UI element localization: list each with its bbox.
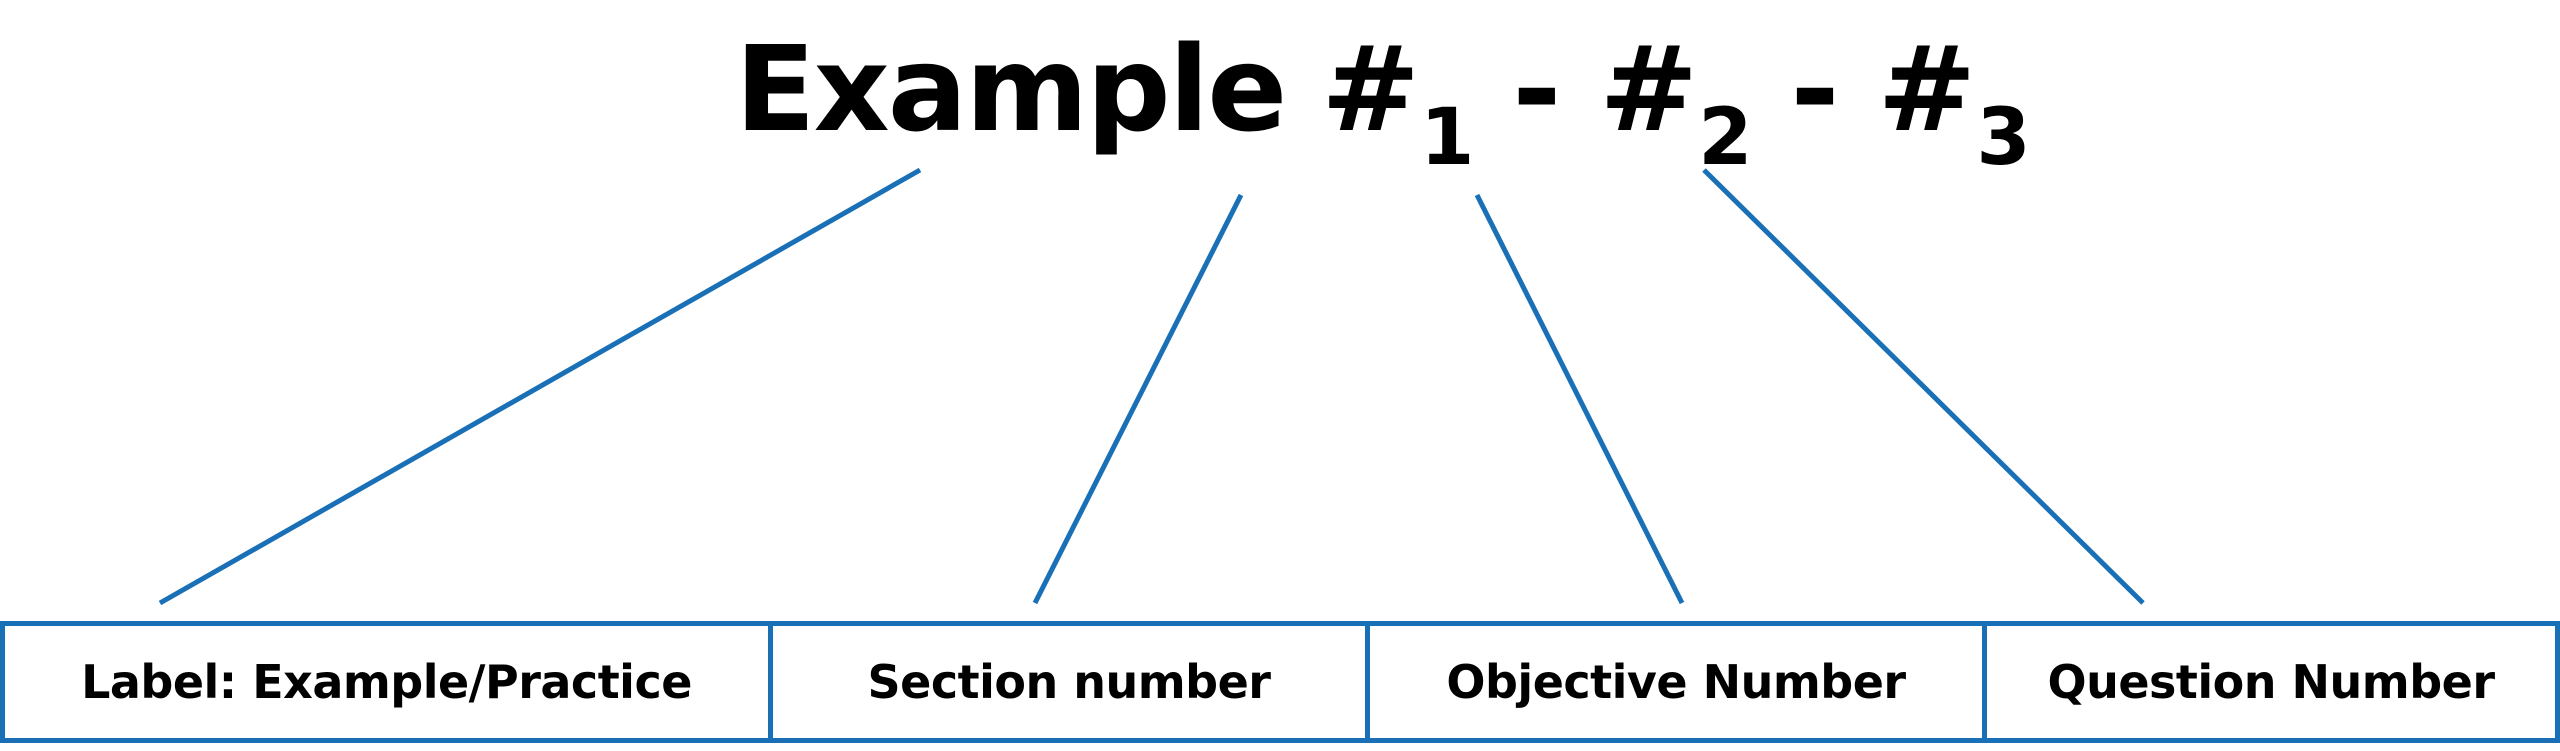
label-cell: Label: Example/Practice [5, 626, 773, 738]
connector-label [158, 167, 922, 606]
title-dash-1: - [1512, 20, 1561, 158]
title-subscript-1: 1 [1420, 93, 1474, 183]
label-table: Label: Example/Practice Section number O… [0, 621, 2560, 743]
title-hash-2: # [1599, 20, 1698, 158]
section-number-cell: Section number [773, 626, 1370, 738]
connector-section [1032, 193, 1244, 605]
title-dash-2: - [1790, 20, 1840, 158]
question-number-cell: Question Number [2047, 655, 2495, 709]
title-subscript-3: 3 [1976, 93, 2030, 183]
connector-question [1702, 168, 2145, 605]
objective-number-cell: Objective Number [1370, 626, 1987, 738]
format-title: Example#1-#2-#3 [735, 20, 2031, 200]
title-hash-3: # [1877, 20, 1977, 158]
title-hash-1: # [1321, 20, 1420, 158]
title-word: Example [735, 20, 1287, 158]
connector-objective [1474, 193, 1685, 605]
title-subscript-2: 2 [1698, 93, 1752, 183]
